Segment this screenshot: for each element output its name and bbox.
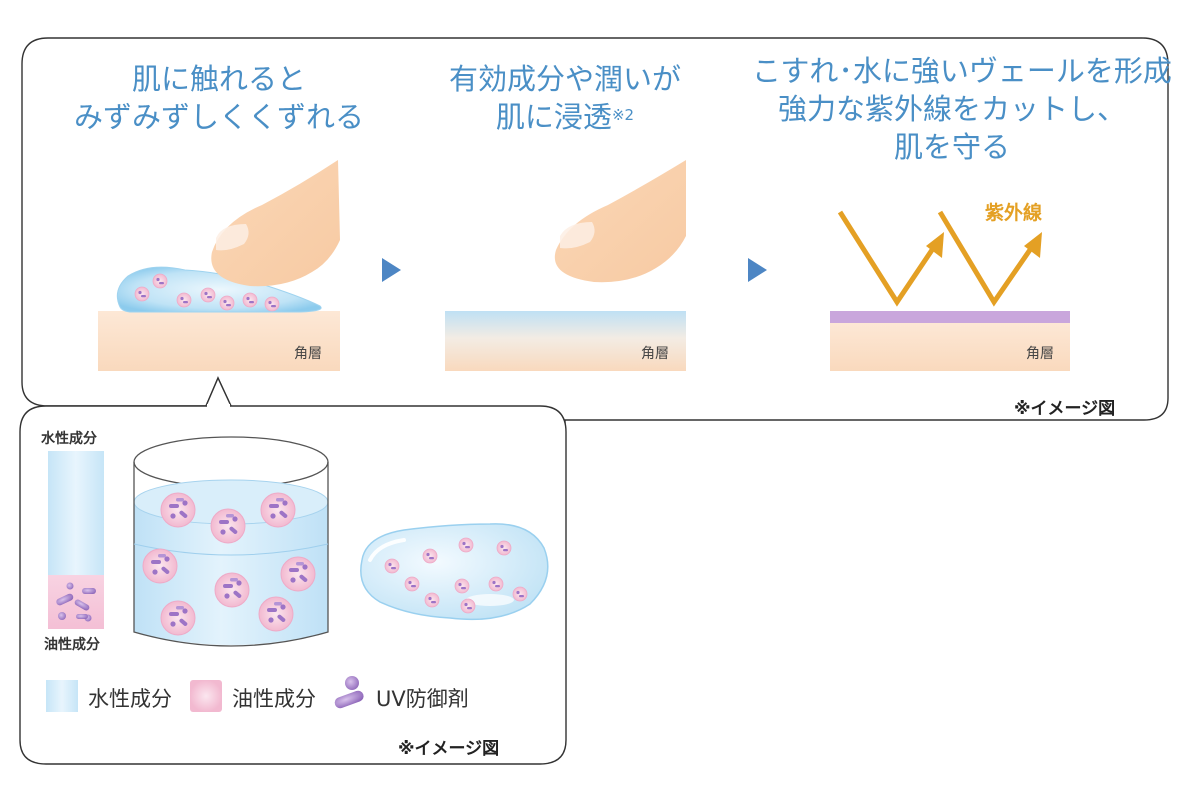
step-arrow-1 <box>382 258 401 282</box>
uv-agent-icon <box>334 676 364 709</box>
step1-heading: 肌に触れると みずみずしくくずれる <box>60 60 378 136</box>
water-swatch-icon <box>46 680 78 712</box>
detail-image-note: ※イメージ図 <box>398 739 500 759</box>
oil-droplet <box>424 592 440 608</box>
oil-droplet <box>160 600 196 636</box>
step2-heading: 有効成分や潤いが 肌に浸透※2 <box>410 60 720 136</box>
oil-droplet <box>458 537 474 553</box>
oil-droplet <box>460 598 476 614</box>
oil-droplet <box>280 556 316 592</box>
legend-uv-label: UV防御剤 <box>376 687 469 711</box>
oil-droplet <box>214 572 250 608</box>
stratum-corneum-label-3: 角層 <box>1026 346 1054 362</box>
step3-heading-line3: 肌を守る <box>893 130 1010 164</box>
step3-heading: こすれ･水に強いヴェールを形成 強力な紫外線をカットし、 肌を守る <box>752 52 1172 166</box>
step2-heading-line1: 有効成分や潤いが <box>448 62 681 96</box>
oil-droplet <box>422 548 438 564</box>
finger-1 <box>211 160 340 287</box>
uv-ray-arrow-1 <box>837 210 939 307</box>
legend-oil-label: 油性成分 <box>232 687 316 711</box>
oil-droplet <box>176 292 192 308</box>
water-phase-label: 水性成分 <box>41 431 97 447</box>
uv-arrowhead-1 <box>926 232 944 258</box>
oil-droplet <box>210 508 246 544</box>
uv-agent-particles <box>56 582 96 622</box>
legend-water-label: 水性成分 <box>88 687 172 711</box>
oil-droplet <box>496 540 512 556</box>
step3-heading-line2: 強力な紫外線をカットし、 <box>777 92 1126 126</box>
oil-droplet <box>152 273 168 289</box>
skin-layer-1 <box>98 311 340 371</box>
step2-heading-line2: 肌に浸透 <box>495 100 612 134</box>
oil-droplet <box>142 548 178 584</box>
oil-droplet <box>488 576 504 592</box>
uv-ray-arrow-2 <box>937 210 1037 307</box>
water-phase-column <box>48 451 104 575</box>
oil-droplet <box>260 492 296 528</box>
oil-droplet <box>258 596 294 632</box>
oil-droplet <box>242 292 258 308</box>
step1-heading-line2: みずみずしくくずれる <box>73 100 364 134</box>
fingernail-1 <box>216 224 249 251</box>
footnote-mark: ※2 <box>611 106 635 124</box>
oil-droplet <box>134 286 150 302</box>
oil-droplet <box>160 492 196 528</box>
oil-droplet <box>200 287 216 303</box>
top-image-note: ※イメージ図 <box>1014 399 1116 419</box>
uv-label: 紫外線 <box>985 202 1043 224</box>
oil-droplet <box>384 558 400 574</box>
step3-heading-line1: こすれ･水に強いヴェールを形成 <box>752 54 1172 88</box>
step-arrow-2 <box>748 258 767 282</box>
stratum-corneum-label-1: 角層 <box>294 346 322 362</box>
step1-heading-line1: 肌に触れると <box>131 62 306 96</box>
skin-layer-2 <box>445 311 686 371</box>
oil-swatch-icon <box>190 680 222 712</box>
oil-phase-label: 油性成分 <box>44 637 100 653</box>
stratum-corneum-label-2: 角層 <box>641 346 669 362</box>
uv-arrowhead-2 <box>1024 232 1042 258</box>
oil-droplet <box>512 586 528 602</box>
fingernail-2 <box>560 222 595 249</box>
oil-droplet <box>454 578 470 594</box>
finger-2 <box>554 160 686 283</box>
skin-layer-3 <box>830 322 1070 371</box>
oil-droplet <box>264 296 280 312</box>
oil-droplet <box>219 295 235 311</box>
uv-veil <box>830 311 1070 323</box>
beaker-wall <box>133 462 329 647</box>
oil-droplet <box>404 576 420 592</box>
